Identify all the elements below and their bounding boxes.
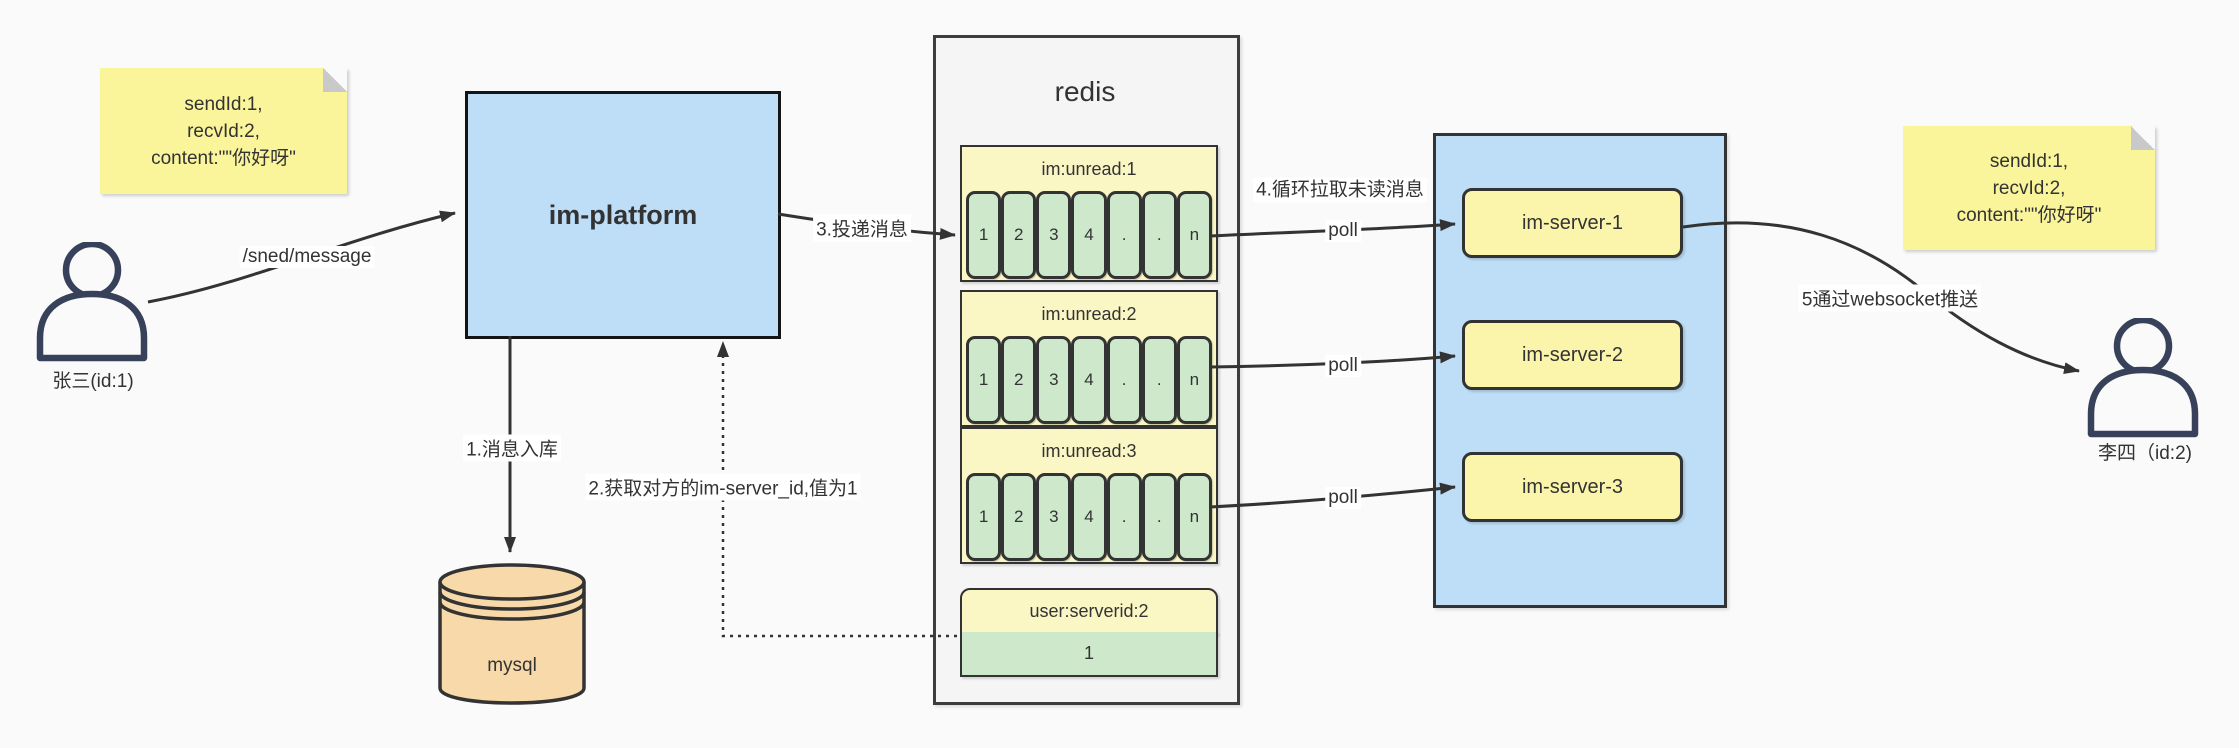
edge-label-poll-1: poll bbox=[1325, 220, 1361, 242]
queue-title: im:unread:1 bbox=[1041, 158, 1137, 179]
note-line: recvId:2, bbox=[1992, 177, 2066, 199]
note-line: sendId:1, bbox=[184, 93, 263, 115]
edge-label-poll-3: poll bbox=[1325, 487, 1361, 509]
queue-cells: 1 2 3 4 . . n bbox=[962, 191, 1216, 279]
edge-label-step2: 2.获取对方的im-server_id,值为1 bbox=[585, 473, 861, 501]
queue-cell: n bbox=[1176, 191, 1212, 279]
note-line: recvId:2, bbox=[187, 120, 260, 142]
edge-label-step5: 5通过websocket推送 bbox=[1798, 284, 1982, 312]
queue-im-unread-1: im:unread:1 1 2 3 4 . . n bbox=[960, 145, 1218, 282]
note-line: sendId:1, bbox=[1989, 150, 2069, 172]
sticky-note-sender: sendId:1, recvId:2, content:""你好呀" bbox=[100, 68, 347, 194]
mysql-label: mysql bbox=[487, 655, 537, 676]
queue-cell: n bbox=[1176, 473, 1212, 561]
queue-cell: 4 bbox=[1071, 336, 1107, 424]
queue-cell: 2 bbox=[1001, 336, 1037, 424]
kv-value: 1 bbox=[1083, 643, 1094, 663]
queue-cell: . bbox=[1141, 336, 1177, 424]
user-icon-sender bbox=[36, 242, 148, 362]
im-server-3-box: im-server-3 bbox=[1462, 452, 1683, 522]
edge-label-step3: 3.投递消息 bbox=[813, 214, 911, 242]
im-server-1-box: im-server-1 bbox=[1462, 188, 1683, 258]
queue-cell: 4 bbox=[1071, 473, 1107, 561]
queue-title: im:unread:2 bbox=[1041, 303, 1137, 324]
queue-cell: n bbox=[1176, 336, 1212, 424]
im-platform-label: im-platform bbox=[548, 199, 698, 230]
queue-im-unread-2: im:unread:2 1 2 3 4 . . n bbox=[960, 290, 1218, 427]
queue-cell: . bbox=[1106, 191, 1142, 279]
receiver-label: 李四（id:2) bbox=[2098, 443, 2192, 464]
queue-cell: . bbox=[1106, 473, 1142, 561]
queue-cell: 2 bbox=[1001, 191, 1037, 279]
queue-cell: 2 bbox=[1001, 473, 1037, 561]
kv-user-serverid-header: user:serverid:2 bbox=[960, 588, 1218, 634]
kv-title: user:serverid:2 bbox=[1029, 600, 1149, 621]
sender-label: 张三(id:1) bbox=[52, 371, 134, 392]
queue-cell: 4 bbox=[1071, 191, 1107, 279]
note-line: content:""你好呀" bbox=[1956, 204, 2102, 226]
queue-cell: . bbox=[1106, 336, 1142, 424]
queue-cells: 1 2 3 4 . . n bbox=[962, 473, 1216, 561]
im-server-label: im-server-3 bbox=[1521, 475, 1624, 498]
edge-label-send: /sned/message bbox=[239, 246, 375, 268]
edge-label-step4: 4.循环拉取未读消息 bbox=[1253, 177, 1427, 203]
redis-title: redis bbox=[1054, 76, 1116, 107]
note-fold-corner bbox=[323, 68, 347, 92]
sticky-note-receiver: sendId:1, recvId:2, content:""你好呀" bbox=[1903, 126, 2155, 250]
queue-cell: . bbox=[1141, 473, 1177, 561]
kv-user-serverid-value: 1 bbox=[960, 632, 1218, 677]
mysql-database-icon bbox=[438, 563, 586, 705]
im-server-2-box: im-server-2 bbox=[1462, 320, 1683, 390]
queue-cell: 3 bbox=[1036, 191, 1072, 279]
queue-cells: 1 2 3 4 . . n bbox=[962, 336, 1216, 424]
im-platform-box: im-platform bbox=[465, 91, 781, 339]
edge-label-poll-2: poll bbox=[1325, 355, 1361, 377]
queue-cell: 3 bbox=[1036, 473, 1072, 561]
note-line: content:""你好呀" bbox=[151, 147, 296, 169]
queue-cell: 1 bbox=[966, 336, 1002, 424]
queue-cell: 3 bbox=[1036, 336, 1072, 424]
note-fold-corner bbox=[2131, 126, 2155, 150]
edge-label-step1: 1.消息入库 bbox=[463, 434, 561, 462]
im-server-label: im-server-1 bbox=[1521, 211, 1624, 234]
im-server-label: im-server-2 bbox=[1521, 343, 1624, 366]
queue-cell: 1 bbox=[966, 191, 1002, 279]
queue-cell: . bbox=[1141, 191, 1177, 279]
queue-title: im:unread:3 bbox=[1041, 440, 1137, 461]
queue-cell: 1 bbox=[966, 473, 1002, 561]
queue-im-unread-3: im:unread:3 1 2 3 4 . . n bbox=[960, 427, 1218, 564]
user-icon-receiver bbox=[2087, 318, 2199, 438]
